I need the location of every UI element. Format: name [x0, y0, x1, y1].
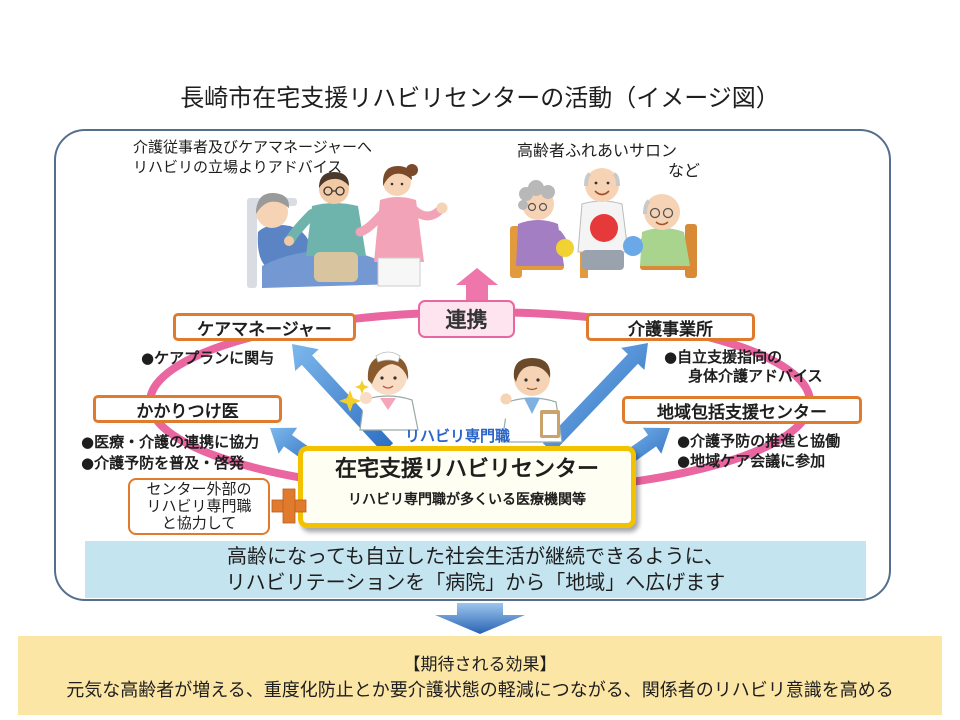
partner-community-center: 地域包括支援センター — [622, 396, 862, 424]
rehab-staff-label: リハビリ専門職 — [405, 427, 511, 445]
community-center-note-1: ●介護予防の推進と協働 — [677, 432, 841, 450]
partner-family-doctor: かかりつけ医 — [93, 395, 282, 423]
therapist-illustration — [500, 358, 563, 443]
rehab-center-title: 在宅支援リハビリセンター — [334, 457, 599, 482]
partner-label: かかりつけ医 — [136, 401, 239, 422]
elderly-salon-illustration — [510, 168, 697, 278]
nurse-illustration — [339, 351, 419, 431]
community-center-note-2: ●地域ケア会議に参加 — [677, 452, 826, 470]
external-staff-line-2: リハビリ専門職 — [146, 497, 252, 515]
external-staff-line-1: センター外部の — [146, 480, 252, 498]
page-title: 長崎市在宅支援リハビリセンターの活動（イメージ図） — [180, 84, 780, 112]
partner-label: ケアマネージャー — [197, 319, 332, 340]
partner-label: 介護事業所 — [628, 319, 713, 340]
care-manager-note: ●ケアプランに関与 — [141, 349, 275, 367]
mission-band: 高齢になっても自立した社会生活が継続できるように、 リハビリテーションを「病院」… — [85, 541, 866, 598]
expected-effects-text: 元気な高齢者が増える、重度化防止とか要介護状態の軽減につながる、関係者のリハビリ… — [66, 680, 894, 701]
sparkle-icon — [339, 380, 369, 412]
family-doctor-note-1: ●医療・介護の連携に協力 — [81, 433, 260, 451]
partner-care-manager: ケアマネージャー — [173, 313, 356, 341]
down-arrow-icon — [435, 603, 525, 634]
salon-caption-etc: など — [668, 161, 701, 180]
mission-line-2: リハビリテーションを「病院」から「地域」へ広げます — [225, 570, 726, 594]
partner-label: 地域包括支援センター — [657, 402, 827, 423]
arrow-to-care-office-icon — [542, 343, 648, 453]
family-doctor-note-2: ●介護予防を普及・啓発 — [81, 454, 245, 472]
care-office-note-2: 身体介護アドバイス — [688, 367, 823, 385]
advice-caption-line-1: 介護従事者及びケアマネージャーへ — [133, 138, 372, 156]
external-staff-line-3: と協力して — [161, 514, 237, 532]
care-office-note-1: ●自立支援指向の — [664, 348, 783, 366]
advice-caption: 介護従事者及びケアマネージャーへ リハビリの立場よりアドバイス — [133, 137, 372, 177]
care-advice-illustration — [247, 164, 448, 288]
salon-caption: 高齢者ふれあいサロン — [517, 141, 678, 160]
external-staff-box: センター外部の リハビリ専門職 と協力して — [128, 478, 270, 535]
expected-effects-heading: 【期待される効果】 — [403, 655, 557, 675]
up-arrow-icon — [456, 268, 498, 300]
plus-icon — [271, 488, 307, 524]
rehab-center-subtitle: リハビリ専門職が多くいる医療機関等 — [348, 492, 586, 508]
rehab-center-box: 在宅支援リハビリセンター リハビリ専門職が多くいる医療機関等 — [298, 446, 636, 528]
partner-care-office: 介護事業所 — [586, 313, 755, 341]
mission-line-1: 高齢になっても自立した社会生活が継続できるように、 — [227, 544, 724, 568]
advice-caption-line-2: リハビリの立場よりアドバイス — [133, 158, 343, 176]
cooperation-label: 連携 — [445, 308, 488, 332]
expected-effects-band: 【期待される効果】 元気な高齢者が増える、重度化防止とか要介護状態の軽減につなが… — [18, 636, 942, 715]
cooperation-badge: 連携 — [418, 300, 515, 338]
